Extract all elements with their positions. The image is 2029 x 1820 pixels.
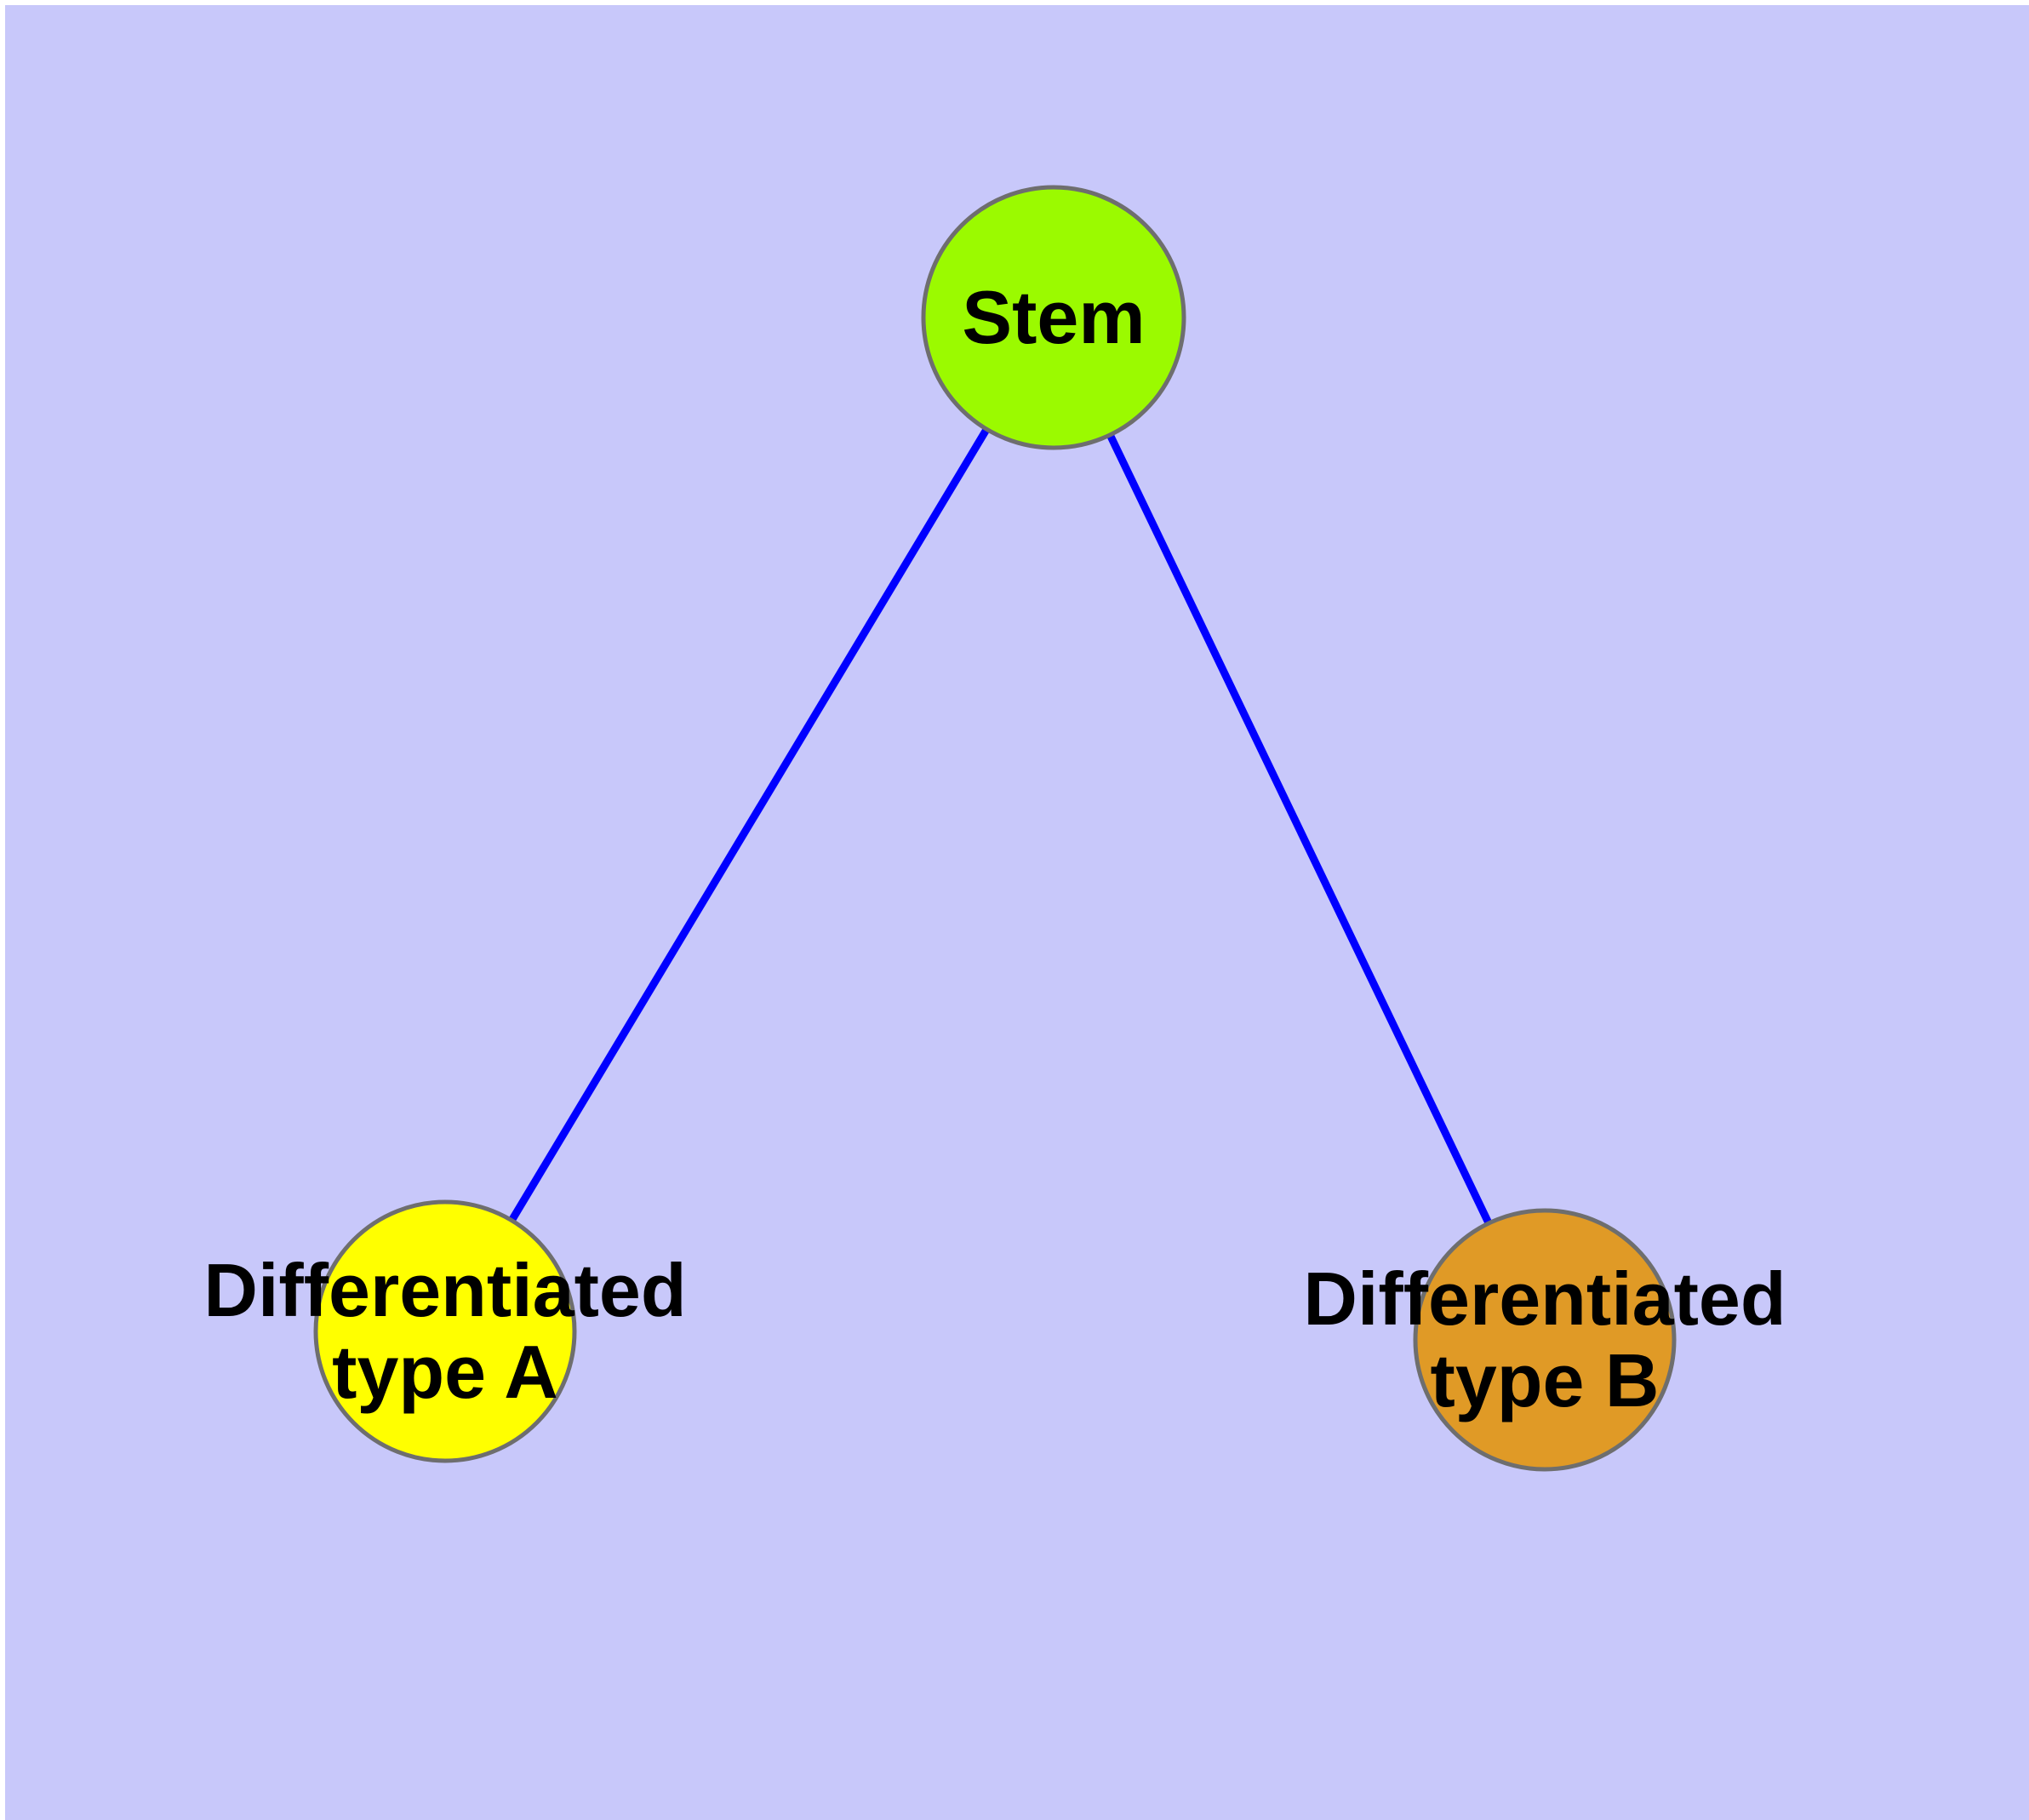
node-label-line: type A	[332, 1330, 558, 1414]
node-label-line: Stem	[962, 275, 1145, 359]
node-label-line: Differentiated	[203, 1248, 686, 1332]
graph-node-stem[interactable]	[921, 185, 1186, 450]
nodes-layer	[313, 185, 1677, 1472]
node-label-line: type B	[1431, 1338, 1660, 1422]
edges-layer	[506, 422, 1495, 1230]
node-label-stem: Stem	[962, 275, 1145, 359]
graph-node-diff_b[interactable]	[1413, 1208, 1677, 1472]
graph-edge[interactable]	[506, 422, 993, 1228]
graph-edge[interactable]	[1104, 428, 1495, 1230]
graph-node-diff_a[interactable]	[313, 1199, 577, 1463]
node-label-line: Differentiated	[1303, 1256, 1786, 1341]
